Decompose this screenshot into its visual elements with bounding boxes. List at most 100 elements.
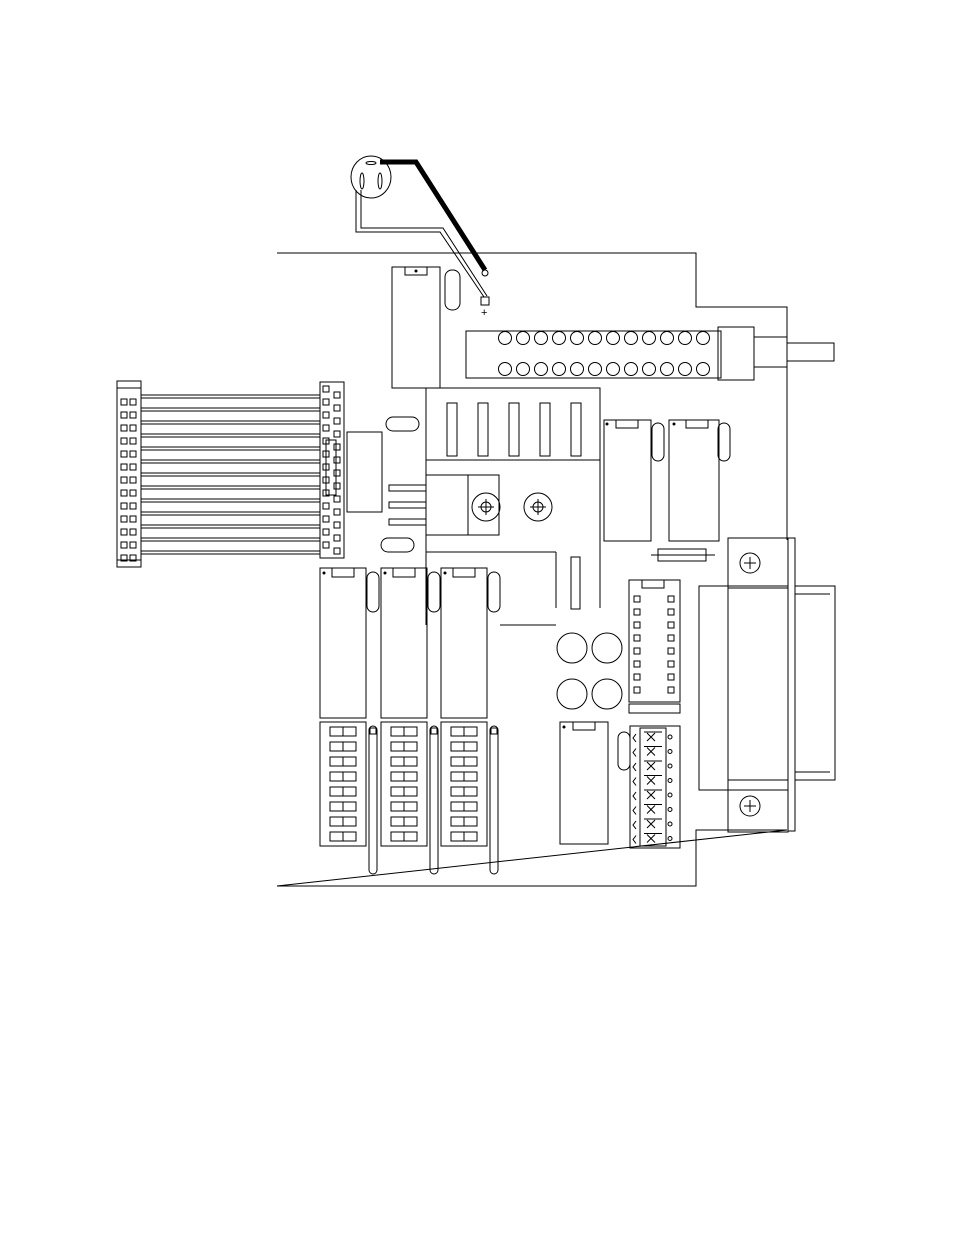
ic-notch — [453, 568, 475, 577]
rca-pin — [661, 332, 674, 345]
ic-chip-right-2 — [669, 420, 730, 541]
heatsink-fin — [447, 403, 457, 456]
ic-dip-column — [320, 568, 379, 874]
header-pin — [323, 542, 329, 548]
pin1-dot — [444, 572, 446, 574]
terminal-clamp — [633, 749, 636, 757]
fuse-top — [386, 417, 419, 431]
terminal-pin — [668, 808, 672, 812]
connector-pin — [121, 529, 127, 535]
power-wire-thick — [380, 162, 485, 270]
socket-pin — [634, 661, 640, 667]
ribbon-connector-left — [117, 381, 141, 567]
rca-pin — [517, 332, 530, 345]
rca-pin — [697, 363, 710, 376]
rca-pin — [589, 332, 602, 345]
terminal-clamp — [633, 821, 636, 829]
socket-pin — [668, 687, 674, 693]
relay-block — [347, 432, 382, 512]
socket-pin — [634, 648, 640, 654]
terminal-clamp — [633, 734, 636, 742]
header-pin — [334, 444, 340, 450]
rca-pin — [697, 332, 710, 345]
terminal-pin — [668, 837, 672, 841]
header-pin — [334, 509, 340, 515]
socket-pin — [668, 648, 674, 654]
connector-pin — [130, 516, 136, 522]
connector-pin — [121, 503, 127, 509]
resistor-pack — [430, 726, 438, 874]
terminal-screw — [647, 762, 655, 770]
rca-pin — [499, 332, 512, 345]
power-connector: + — [351, 156, 489, 319]
rca-pin — [499, 363, 512, 376]
heatsink-area — [426, 388, 600, 625]
power-terminal-bottom — [481, 297, 489, 305]
socket-pin — [634, 687, 640, 693]
terminal-screw — [647, 835, 655, 843]
terminal-clamp — [633, 836, 636, 844]
header-pin — [323, 425, 329, 431]
screw-icon — [472, 493, 500, 521]
polarity-plus-label: + — [481, 307, 487, 319]
socket-pin — [668, 674, 674, 680]
connector-pin — [130, 425, 136, 431]
resistor-pack — [369, 726, 377, 874]
connector-pin — [130, 412, 136, 418]
terminal-clamp — [633, 763, 636, 771]
connector-pin — [121, 438, 127, 444]
heatsink-fin — [540, 403, 550, 456]
capacitor — [488, 572, 500, 612]
socket-pin — [668, 596, 674, 602]
connector-pin — [121, 464, 127, 470]
terminal-pin — [668, 750, 672, 754]
power-terminal-top — [482, 270, 488, 276]
pin1-dot — [323, 572, 325, 574]
connector-pin — [130, 438, 136, 444]
connector-pin — [130, 503, 136, 509]
dip-switch-bank — [320, 722, 366, 846]
capacitor — [428, 572, 440, 612]
connector-pin — [121, 425, 127, 431]
socket-pin — [668, 635, 674, 641]
heatsink-fin — [571, 403, 581, 456]
header-pin — [323, 503, 329, 509]
terminal-screw — [647, 733, 655, 741]
header-pin — [334, 457, 340, 463]
connector-pin — [121, 451, 127, 457]
rca-connector — [718, 327, 834, 380]
ic-chip-top-left — [392, 267, 460, 388]
header-pin — [323, 516, 329, 522]
screw-icon — [740, 796, 760, 816]
ic-chip — [320, 568, 366, 718]
capacitor — [557, 679, 587, 709]
ic-socket-pins — [634, 596, 674, 693]
ic-chip-right-1 — [604, 420, 664, 541]
heatsink-fin — [509, 403, 519, 456]
rca-pin — [517, 363, 530, 376]
resistor-pack-pin — [431, 728, 437, 734]
ic-dip-column — [441, 568, 500, 874]
header-pin — [334, 548, 340, 554]
socket-pin — [668, 661, 674, 667]
ic-chip — [441, 568, 487, 718]
ribbon-header-pins — [323, 386, 340, 554]
header-pin — [323, 399, 329, 405]
terminal-screw — [647, 748, 655, 756]
connector-pin — [130, 399, 136, 405]
header-pin — [334, 470, 340, 476]
terminal-pin — [668, 779, 672, 783]
screw-icon — [524, 493, 552, 521]
rca-pin — [571, 332, 584, 345]
rca-pin — [553, 332, 566, 345]
connector-pin — [130, 477, 136, 483]
rca-pin — [679, 332, 692, 345]
power-wire-thin — [356, 190, 484, 297]
rca-pin — [643, 332, 656, 345]
power-plug-slot-right — [378, 173, 382, 189]
screw-terminal-block — [630, 726, 680, 848]
resistor-pack-pin — [491, 728, 497, 734]
capacitor — [367, 572, 379, 612]
header-pin — [334, 431, 340, 437]
